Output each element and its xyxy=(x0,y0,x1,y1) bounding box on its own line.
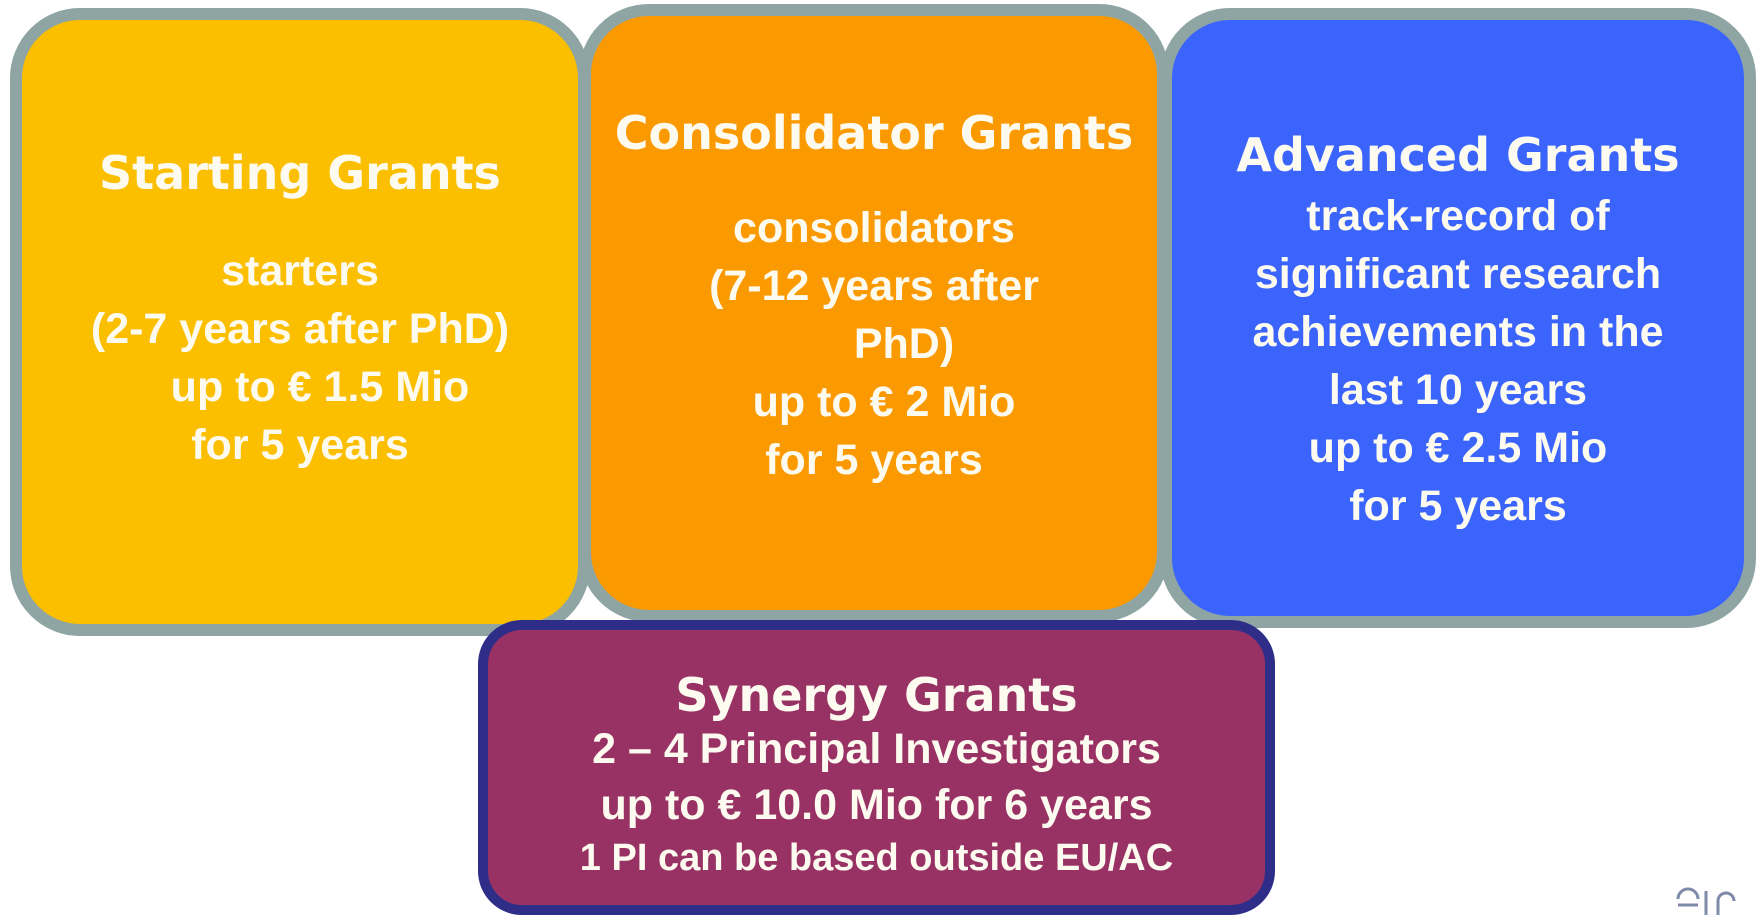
synergy-grants-details: 2 – 4 Principal Investigators up to € 10… xyxy=(488,722,1265,883)
advanced-grants-title: Advanced Grants xyxy=(1236,128,1680,182)
starting-grants-card: Starting Grants starters (2-7 years afte… xyxy=(10,8,590,636)
consolidator-grants-title: Consolidator Grants xyxy=(614,106,1134,160)
consolidator-grants-line: up to € 2 Mio xyxy=(752,378,1016,427)
synergy-grants-line: 2 – 4 Principal Investigators xyxy=(592,725,1161,773)
advanced-grants-line: for 5 years xyxy=(1349,482,1567,531)
advanced-grants-line: significant research xyxy=(1254,250,1662,299)
starting-grants-line: for 5 years xyxy=(191,421,409,470)
logo-fragment-icon xyxy=(1676,887,1736,915)
advanced-grants-line: last 10 years xyxy=(1328,366,1588,415)
synergy-grants-card: Synergy Grants 2 – 4 Principal Investiga… xyxy=(478,620,1275,915)
consolidator-grants-line: PhD) xyxy=(853,320,955,369)
starting-grants-line: (2-7 years after PhD) xyxy=(90,305,510,354)
advanced-grants-card: Advanced Grants track-record of signific… xyxy=(1160,8,1756,628)
synergy-grants-title: Synergy Grants xyxy=(675,668,1078,722)
starting-grants-details: starters (2-7 years after PhD) up to € 1… xyxy=(22,242,578,474)
consolidator-grants-line: (7-12 years after xyxy=(709,262,1039,311)
advanced-grants-line: achievements in the xyxy=(1252,308,1664,357)
consolidator-grants-card: Consolidator Grants consolidators (7-12 … xyxy=(579,4,1169,622)
starting-grants-title: Starting Grants xyxy=(99,146,501,200)
synergy-grants-line: 1 PI can be based outside EU/AC xyxy=(579,836,1174,879)
advanced-grants-details: track-record of significant research ach… xyxy=(1172,187,1744,535)
consolidator-grants-line: for 5 years xyxy=(765,436,983,485)
starting-grants-line: starters xyxy=(221,247,379,295)
starting-grants-line: up to € 1.5 Mio xyxy=(170,363,470,412)
consolidator-grants-details: consolidators (7-12 years after PhD) up … xyxy=(591,199,1157,489)
advanced-grants-line: up to € 2.5 Mio xyxy=(1308,424,1608,473)
consolidator-grants-line: consolidators xyxy=(733,204,1015,252)
advanced-grants-line: track-record of xyxy=(1306,192,1610,240)
synergy-grants-line: up to € 10.0 Mio for 6 years xyxy=(600,780,1153,829)
